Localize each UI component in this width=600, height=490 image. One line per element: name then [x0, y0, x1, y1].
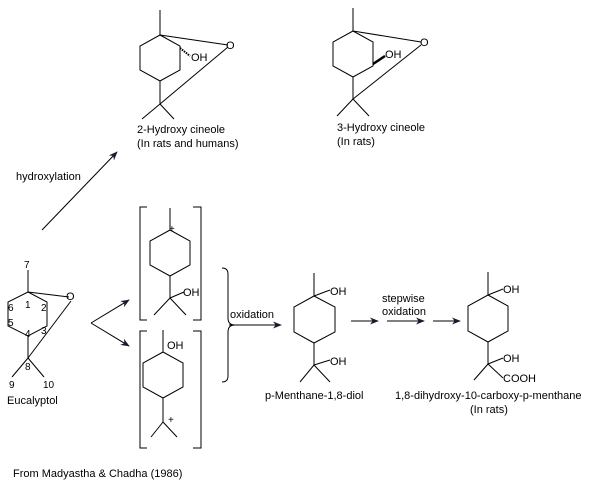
stepwise-oxidation-reaction: stepwise oxidation [351, 293, 461, 325]
atom-number-1: 1 [25, 300, 31, 311]
structure-1-8-dihydroxy-10-carboxy-p-menthane: OH OH COOH 1,8-dihydroxy-10-carboxy-p-me… [395, 272, 581, 416]
right-bracket [193, 206, 202, 321]
compound-note: (In rats) [470, 404, 508, 416]
structure-p-menthane-1-8-diol: OH OH p-Menthane-1,8-diol [265, 273, 363, 402]
compound-note: (In rats) [337, 136, 375, 148]
structure-cation-intermediate-2: OH + [139, 330, 202, 449]
carboxyl-label: COOH [503, 373, 536, 385]
atom-number-10: 10 [43, 380, 55, 391]
reaction-label: hydroxylation [16, 171, 81, 183]
hydroxyl-label-8: OH [330, 356, 347, 368]
atom-number-8: 8 [25, 362, 31, 373]
structure-eucalyptol: O 7 1 2 3 4 5 6 8 9 10 Eucalyptol [7, 260, 75, 407]
atom-number-3: 3 [41, 326, 47, 337]
reaction-arrow-down [90, 322, 130, 347]
compound-note: (In rats and humans) [137, 138, 239, 150]
oxygen-label: O [226, 40, 235, 52]
structure-cation-intermediate-1: + OH [139, 206, 202, 321]
reaction-label-line2: oxidation [382, 306, 426, 318]
hydroxyl-label: OH [191, 52, 208, 64]
atom-number-6: 6 [8, 303, 14, 314]
compound-name: 1,8-dihydroxy-10-carboxy-p-menthane [395, 390, 581, 402]
structure-3-hydroxy-cineole: O OH 3-Hydroxy cineole (In rats) [332, 8, 429, 148]
compound-name: Eucalyptol [7, 395, 58, 407]
reaction-arrow [41, 151, 118, 231]
source-citation: From Madyastha & Chadha (1986) [13, 468, 182, 480]
cation-charge: + [168, 415, 174, 426]
compound-name: p-Menthane-1,8-diol [265, 390, 363, 402]
atom-number-4: 4 [25, 329, 31, 340]
oxygen-label: O [66, 291, 75, 303]
atom-number-7: 7 [24, 260, 30, 271]
oxidation-reaction: oxidation [221, 267, 282, 383]
reaction-label: oxidation [230, 309, 274, 321]
hydroxyl-label: OH [183, 287, 200, 299]
atom-number-9: 9 [9, 380, 15, 391]
branch-arrows [90, 299, 130, 347]
hydroxyl-label-8: OH [503, 353, 520, 365]
reaction-arrow-up [90, 299, 130, 324]
hydroxyl-label-1: OH [503, 284, 520, 296]
compound-name: 2-Hydroxy cineole [137, 124, 225, 136]
structure-2-hydroxy-cineole: O OH 2-Hydroxy cineole (In rats and huma… [137, 10, 239, 150]
hydroxyl-label: OH [167, 340, 184, 352]
hydroxyl-label-1: OH [330, 286, 347, 298]
left-bracket [139, 206, 147, 321]
hydroxylation-reaction: hydroxylation [16, 151, 118, 231]
atom-number-2: 2 [41, 303, 47, 314]
left-bracket [139, 330, 147, 449]
reaction-label-line1: stepwise [382, 293, 425, 305]
atom-number-5: 5 [8, 318, 14, 329]
right-bracket [193, 330, 202, 449]
oxygen-label: O [420, 37, 429, 49]
compound-name: 3-Hydroxy cineole [337, 122, 425, 134]
hydroxyl-label: OH [385, 49, 402, 61]
cation-charge: + [169, 224, 175, 235]
